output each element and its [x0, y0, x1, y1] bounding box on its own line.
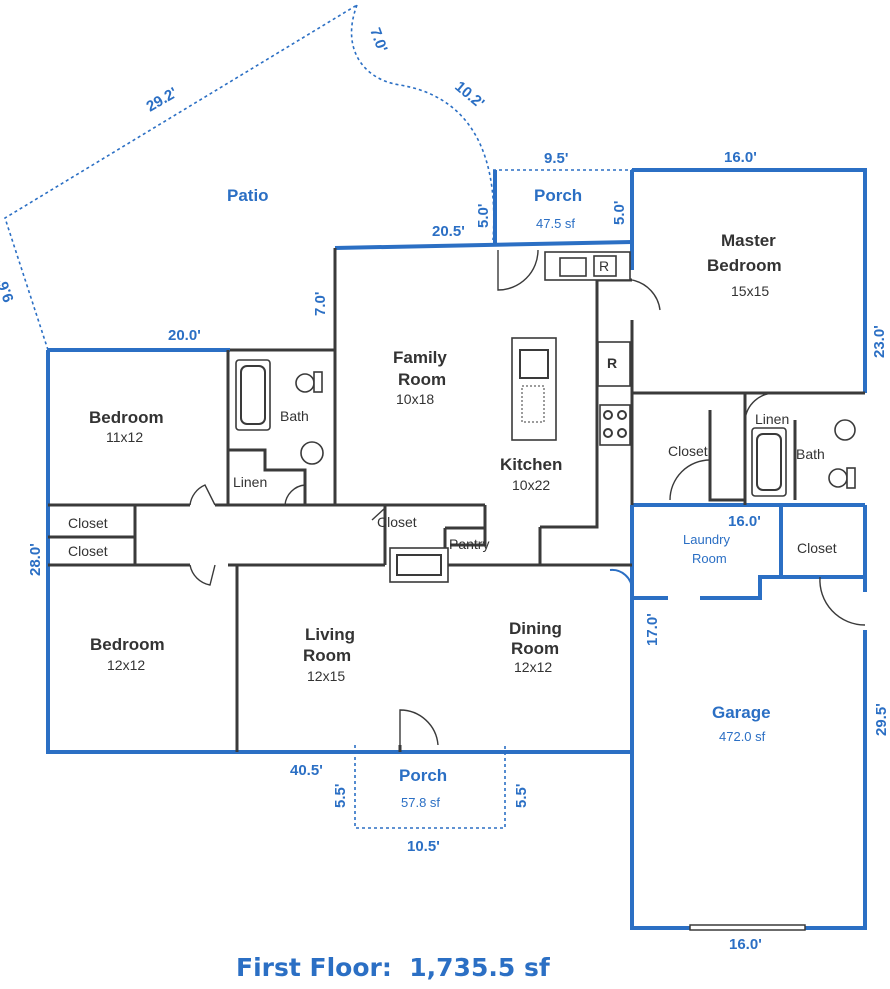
dim-patio-curve: 7.0' [366, 26, 390, 55]
top-sink [559, 257, 587, 277]
living-room-label-1: Living [305, 625, 355, 644]
dim-garage-right: 29.5' [873, 703, 890, 736]
floor-label: First Floor: [236, 953, 392, 982]
sink-2 [834, 419, 856, 441]
fridge-2-box [593, 255, 617, 277]
bathtub-1 [235, 359, 271, 431]
linen-1-label: Linen [233, 474, 267, 490]
dim-garage-left: 17.0' [644, 613, 661, 646]
kitchen-label: Kitchen [500, 455, 562, 474]
patio-label: Patio [227, 186, 269, 205]
dim-patio-curve-2: 10.2' [451, 78, 487, 112]
exterior-walls [46, 168, 867, 930]
living-room-size: 12x15 [307, 668, 345, 684]
dim-family-top: 20.5' [432, 223, 465, 240]
toilet-2 [828, 468, 848, 488]
dim-porch-top-height-2: 5.0' [611, 201, 628, 225]
sink-1 [300, 441, 324, 465]
fixtures [235, 251, 856, 497]
fireplace [389, 547, 449, 583]
kitchen-island [511, 337, 557, 441]
dim-porch-bottom-height-2: 5.5' [513, 784, 530, 808]
closet-left-2-label: Closet [68, 543, 108, 559]
laundry-door [609, 568, 634, 591]
bath-1-label: Bath [280, 408, 309, 424]
fireplace-inner [396, 554, 442, 576]
bedroom-1-label: Bedroom [89, 408, 164, 427]
master-bedroom-label-1: Master [721, 231, 776, 250]
porch-bottom-outline [354, 745, 506, 829]
porch-top-area: 47.5 sf [536, 216, 575, 231]
laundry-label-2: Room [692, 551, 727, 566]
family-room-label-1: Family [393, 348, 447, 367]
porch-bottom-area: 57.8 sf [401, 795, 440, 810]
bedroom-2-size: 12x12 [107, 657, 145, 673]
floor-total-caption: First Floor: 1,735.5 sf [236, 953, 550, 982]
master-bedroom-label-2: Bedroom [707, 256, 782, 275]
closet-laundry-label: Closet [797, 540, 837, 556]
pantry-label: Pantry [449, 536, 489, 552]
porch-top-label: Porch [534, 186, 582, 205]
closet-master-label: Closet [668, 443, 708, 459]
dim-bedroom-top: 20.0' [168, 327, 201, 344]
interior-walls [48, 248, 865, 752]
dim-porch-bottom-width: 10.5' [407, 838, 440, 855]
bathtub-2 [751, 427, 787, 497]
closet-left-1-label: Closet [68, 515, 108, 531]
toilet-1 [295, 373, 315, 393]
dim-porch-top-height-1: 5.0' [475, 204, 492, 228]
doors [189, 249, 866, 746]
kitchen-size: 10x22 [512, 477, 550, 493]
dim-porch-bottom-height-1: 5.5' [332, 784, 349, 808]
dim-patio-left: 9.6' [0, 276, 18, 305]
dim-garage-bottom: 16.0' [729, 936, 762, 950]
dim-master-right: 23.0' [871, 325, 888, 358]
laundry-label-1: Laundry [683, 532, 730, 547]
patio-outline [4, 4, 495, 351]
bedroom-1-size: 11x12 [106, 429, 143, 445]
dim-left-height: 28.0' [27, 543, 44, 576]
garage-door [689, 924, 806, 931]
fridge-1-label: R [607, 355, 617, 371]
garage-area: 472.0 sf [719, 729, 766, 744]
master-bedroom-size: 15x15 [731, 283, 769, 299]
dim-patio-diagonal: 29.2' [144, 84, 181, 115]
dining-room-label-1: Dining [509, 619, 562, 638]
dining-room-size: 12x12 [514, 659, 552, 675]
dim-front-width: 40.5' [290, 762, 323, 779]
bath-2-label: Bath [796, 446, 825, 462]
family-room-size: 10x18 [396, 391, 434, 407]
dining-room-label-2: Room [511, 639, 559, 658]
fridge-2-label: R [599, 258, 609, 274]
linen-2-label: Linen [755, 411, 789, 427]
fridge-1-box [597, 341, 631, 387]
dim-porch-top-width: 9.5' [544, 150, 568, 167]
family-room-label-2: Room [398, 370, 446, 389]
porch-bottom-label: Porch [399, 766, 447, 785]
living-room-label-2: Room [303, 646, 351, 665]
dim-laundry-width: 16.0' [728, 513, 761, 530]
stove [599, 404, 631, 446]
bedroom-2-label: Bedroom [90, 635, 165, 654]
closet-hall-label: Closet [377, 514, 417, 530]
floor-area: 1,735.5 sf [409, 953, 550, 982]
counter-top [544, 251, 631, 281]
dim-family-left: 7.0' [312, 292, 329, 316]
dim-master-width: 16.0' [724, 149, 757, 166]
floor-plan: R R Patio Porch 47.5 sf Master Bedroom 1… [0, 4, 890, 950]
garage-label: Garage [712, 703, 771, 722]
